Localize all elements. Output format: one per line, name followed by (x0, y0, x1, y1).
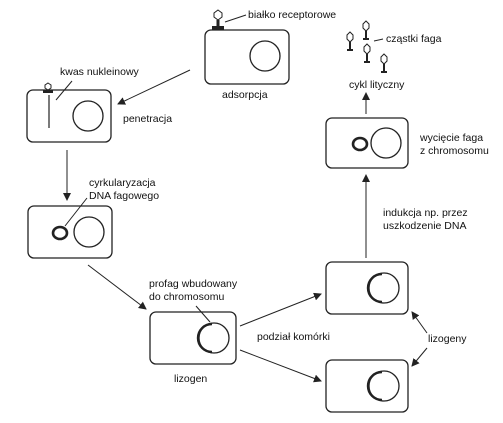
cell-penetration: kwas nukleinowy penetracja (26, 66, 172, 143)
cell-division-label: podział komórki (257, 331, 330, 343)
arrow-lysogens-to-upper (411, 311, 428, 334)
induction-label-line1: indukcja np. przez (383, 207, 468, 219)
phage-particle-icon (346, 31, 354, 52)
prophage-label-line1: profag wbudowany (149, 278, 238, 290)
receptor-phage-icon (212, 9, 224, 30)
arrow-lysogens-to-lower (411, 347, 428, 367)
cell-excision: wycięcie faga z chromosomu (325, 117, 489, 169)
arrow-adsorption-to-penetration (117, 69, 191, 105)
cell-lysogen: profag wbudowany do chromosomu lizogen (149, 278, 238, 385)
arrow-lysogen-to-daughter-upper (239, 292, 322, 327)
cell-daughter-upper (325, 261, 409, 315)
lysogen-label: lizogen (174, 373, 207, 385)
penetration-label: penetracja (123, 113, 172, 125)
phage-particle-icon (362, 20, 370, 41)
phage-particles-label: cząstki faga (386, 33, 442, 45)
arrow-lysogen-to-daughter-lower (239, 349, 322, 383)
lytic-cycle-label: cykl lityczny (349, 79, 405, 91)
circularization-label-line2: DNA fagowego (89, 190, 159, 202)
arrow-circularization-to-lysogen (87, 264, 147, 310)
phage-particle-icon (363, 43, 371, 64)
circularization-label-line1: cyrkularyzacja (89, 177, 156, 189)
receptor-protein-label: białko receptorowe (248, 9, 336, 21)
prophage-label-line2: do chromosomu (149, 291, 224, 303)
cell-circularization: cyrkularyzacja DNA fagowego (27, 177, 159, 259)
excision-label-line1: wycięcie faga (419, 132, 483, 144)
nucleic-acid-label: kwas nukleinowy (60, 66, 140, 78)
phage-particles: cząstki faga cykl lityczny (346, 20, 442, 91)
lysogens-label: lizogeny (428, 333, 467, 345)
adsorption-label: adsorpcja (222, 89, 268, 101)
cell-daughter-lower (325, 359, 409, 413)
injecting-phage-icon (43, 82, 53, 93)
cell-adsorption: białko receptorowe adsorpcja (204, 9, 336, 101)
induction-label-line2: uszkodzenie DNA (383, 220, 466, 232)
phage-particle-icon (380, 53, 388, 74)
excision-label-line2: z chromosomu (420, 145, 489, 157)
cycle-arrows (63, 69, 428, 383)
